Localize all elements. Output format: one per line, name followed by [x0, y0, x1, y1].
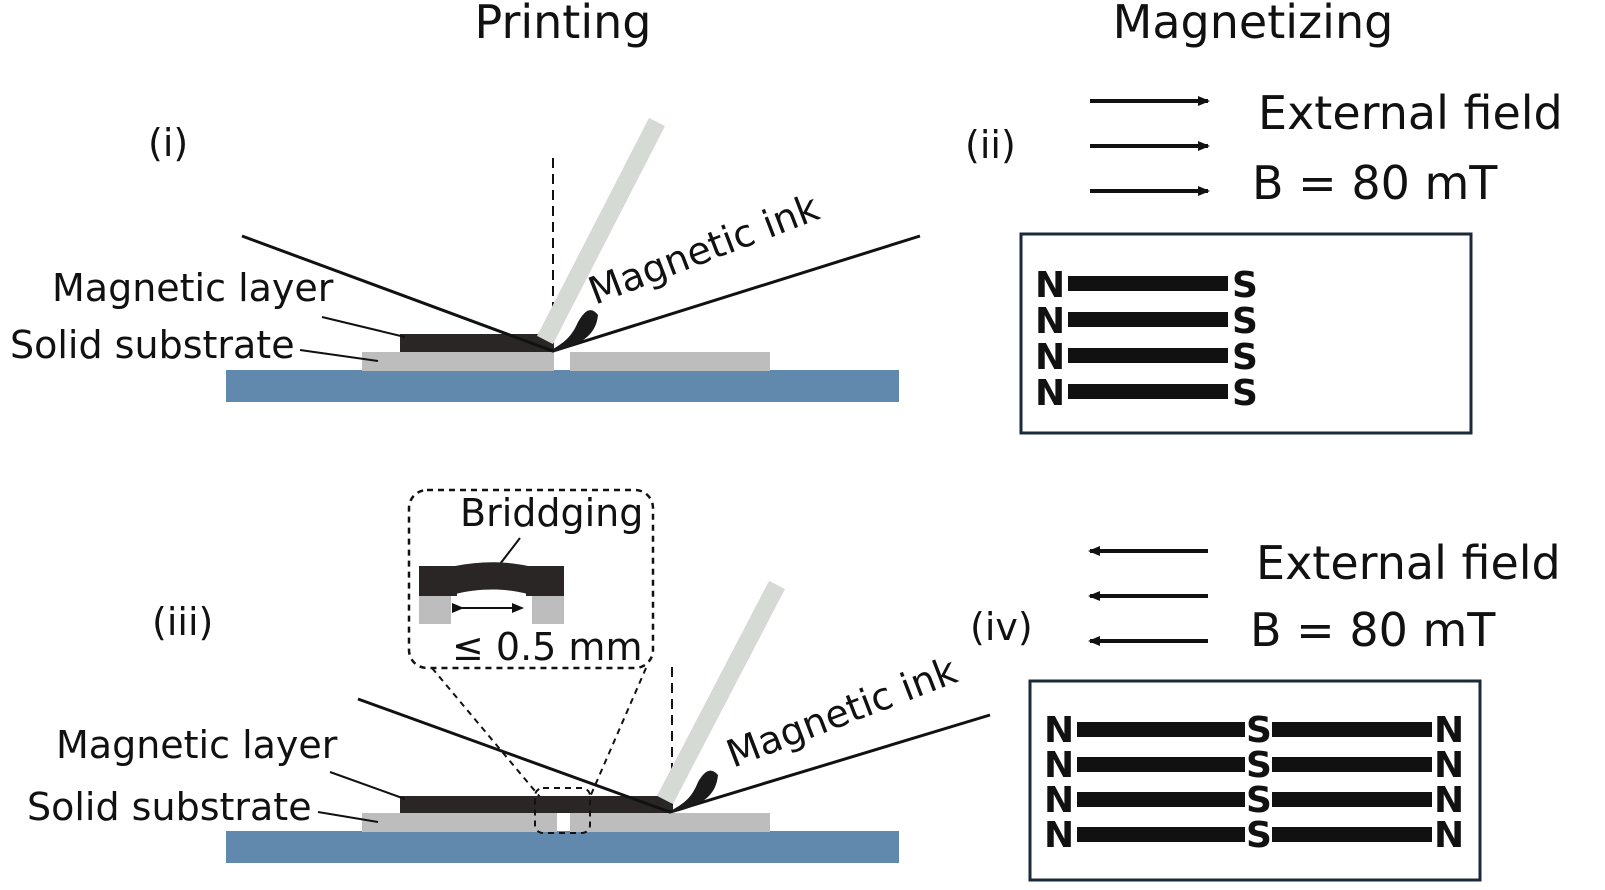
bridging-label: Briddging — [460, 491, 643, 535]
magnetic-ink-blob — [672, 770, 718, 813]
bridging-inset-frame — [407, 488, 655, 670]
magnetic-strip — [1077, 792, 1245, 807]
panel-iii-tag: (iii) — [152, 600, 213, 644]
north-pole-label: N — [1434, 780, 1464, 821]
south-pole-label: S — [1232, 301, 1258, 342]
north-pole-label: N — [1044, 780, 1074, 821]
north-pole-label: N — [1035, 301, 1065, 342]
pole-rows: N N N N S S S S N N N N — [1044, 710, 1464, 856]
magnetic-strip — [1272, 827, 1432, 842]
external-field-label: External field — [1258, 86, 1563, 140]
magnetic-strip — [1068, 384, 1228, 399]
magnetic-ink-label: Magnetic ink — [720, 648, 962, 776]
printing-platform — [226, 831, 899, 863]
squeegee-blade — [536, 117, 666, 345]
magnetic-layer-label: Magnetic layer — [52, 266, 334, 310]
panel-iv: (iv) External field B = 80 mT N N N N S … — [970, 536, 1561, 882]
printing-platform — [226, 370, 899, 402]
north-pole-label: N — [1434, 815, 1464, 856]
north-pole-label: N — [1035, 337, 1065, 378]
magnetic-strip — [1077, 757, 1245, 772]
solid-substrate-label: Solid substrate — [27, 785, 312, 829]
inset-substrate-right — [532, 596, 564, 624]
north-pole-label: N — [1434, 710, 1464, 751]
south-pole-label: S — [1232, 265, 1258, 306]
north-pole-label: N — [1035, 373, 1065, 414]
magnetic-strip — [1068, 348, 1228, 363]
solid-substrate-left — [362, 813, 557, 832]
squeegee-blade — [657, 580, 785, 805]
panel-i-tag: (i) — [148, 121, 188, 165]
magnetic-layer-label: Magnetic layer — [56, 723, 338, 767]
magnetic-layer-left — [400, 796, 557, 813]
inset-substrate-left — [419, 596, 451, 624]
south-pole-label: S — [1232, 373, 1258, 414]
solid-substrate-left — [362, 352, 554, 371]
south-pole-label: S — [1246, 780, 1272, 821]
north-pole-label: N — [1044, 815, 1074, 856]
magnetic-layer-leader — [329, 771, 406, 800]
magnetic-ink-blob — [553, 310, 598, 352]
north-pole-label: N — [1044, 745, 1074, 786]
south-pole-label: S — [1246, 745, 1272, 786]
magnetic-layer-right — [555, 796, 673, 813]
solid-substrate-right — [570, 813, 770, 832]
pole-rows: N N N N S S S S — [1035, 265, 1258, 414]
solid-substrate-leader — [317, 811, 379, 823]
magnetizing-header: Magnetizing — [1113, 0, 1394, 49]
panel-ii: (ii) External field B = 80 mT N N N N S … — [965, 86, 1563, 435]
inset-layer-right — [526, 566, 564, 596]
panel-ii-tag: (ii) — [965, 123, 1016, 167]
south-pole-label: S — [1246, 815, 1272, 856]
north-pole-label: N — [1434, 745, 1464, 786]
field-strength-label: B = 80 mT — [1252, 156, 1498, 210]
inset-bridge — [455, 562, 528, 594]
north-pole-label: N — [1044, 710, 1074, 751]
magnetic-strip — [1077, 722, 1245, 737]
magnetic-strip — [1272, 722, 1432, 737]
magnetic-strip — [1272, 757, 1432, 772]
panel-iv-tag: (iv) — [970, 605, 1033, 649]
screen-mesh — [357, 697, 991, 814]
south-pole-label: S — [1232, 337, 1258, 378]
zoom-line-right — [589, 667, 647, 798]
panel-iii: (iii) Briddging ≤ 0.5 mm Magnetic ink Ma… — [27, 488, 991, 863]
gap-size-label: ≤ 0.5 mm — [452, 625, 642, 669]
panel-i: (i) Magnetic ink Magnetic layer Solid su… — [10, 117, 921, 402]
external-field-label: External field — [1256, 536, 1561, 590]
solid-substrate-right — [570, 352, 770, 371]
printing-header: Printing — [475, 0, 652, 49]
solid-substrate-leader — [299, 349, 379, 362]
inset-layer-left — [419, 566, 457, 596]
magnetic-layer-leader — [321, 316, 406, 338]
field-strength-label: B = 80 mT — [1250, 603, 1496, 657]
magnetic-strip — [1068, 276, 1228, 291]
magnetic-strip — [1068, 312, 1228, 327]
magnetized-sample-frame — [1028, 679, 1482, 882]
north-pole-label: N — [1035, 265, 1065, 306]
magnetized-sample-frame — [1019, 232, 1473, 435]
magnetic-strip — [1077, 827, 1245, 842]
south-pole-label: S — [1246, 710, 1272, 751]
solid-substrate-label: Solid substrate — [10, 323, 295, 367]
bridging-region-marker — [534, 787, 591, 834]
magnetic-strip — [1272, 792, 1432, 807]
